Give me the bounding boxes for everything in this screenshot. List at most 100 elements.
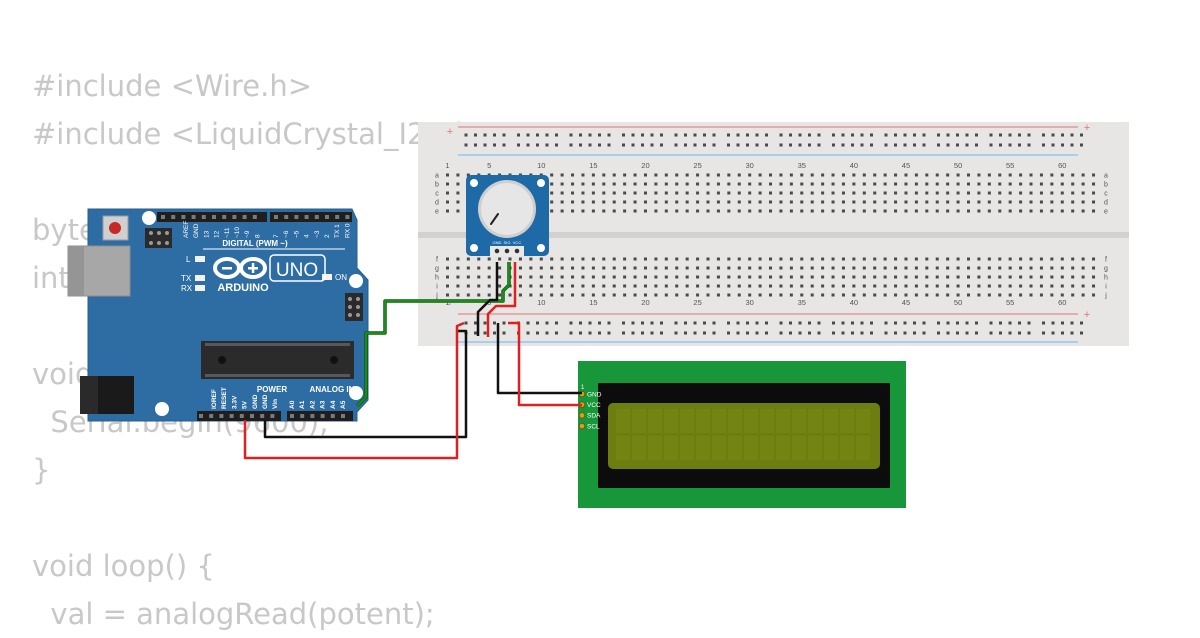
analog-pin-label: A3 [320, 400, 327, 409]
terminal-hole [602, 293, 606, 297]
terminal-hole [904, 173, 908, 177]
reset-button[interactable] [102, 215, 129, 241]
rail-hole [598, 133, 601, 137]
power-header[interactable] [197, 411, 281, 421]
potentiometer-knob[interactable] [481, 183, 533, 235]
terminal-hole [1039, 200, 1043, 204]
terminal-hole [675, 173, 679, 177]
digital-pin-label: ~9 [244, 230, 251, 238]
terminal-hole [1050, 191, 1054, 195]
terminal-hole [675, 266, 679, 270]
rail-hole [1070, 331, 1074, 335]
power-pin-label: Vin [272, 399, 279, 409]
terminal-hole [810, 275, 814, 279]
terminal-hole [956, 200, 960, 204]
terminal-hole [935, 284, 939, 288]
terminal-hole [1081, 284, 1085, 288]
terminal-hole [779, 182, 783, 186]
header-hole [284, 215, 289, 219]
terminal-hole [456, 275, 460, 279]
terminal-hole [706, 191, 710, 195]
terminal-hole [623, 257, 627, 261]
rail-hole [660, 321, 663, 325]
rail-hole [937, 331, 940, 335]
column-number: 55 [1006, 161, 1014, 170]
terminal-hole [612, 200, 616, 204]
rail-hole [536, 331, 539, 335]
terminal-hole [446, 257, 449, 261]
rail-hole [569, 133, 573, 137]
terminal-hole [1019, 200, 1023, 204]
header-hole [270, 414, 275, 418]
rail-hole [913, 331, 916, 335]
terminal-hole [591, 266, 595, 270]
terminal-hole [623, 182, 627, 186]
terminal-hole [956, 209, 960, 213]
terminal-hole [466, 293, 470, 297]
lcd-char-cell [680, 409, 694, 433]
power-pin-label: 5V [242, 400, 249, 409]
terminal-hole [623, 191, 627, 195]
terminal-hole [654, 266, 658, 270]
terminal-hole [737, 275, 741, 279]
row-letter: a [1104, 173, 1108, 180]
terminal-hole [894, 209, 898, 213]
terminal-hole [737, 257, 741, 261]
terminal-hole [821, 200, 825, 204]
rail-hole [965, 331, 969, 335]
terminal-hole [841, 293, 845, 297]
terminal-hole [883, 293, 887, 297]
terminal-hole [789, 266, 793, 270]
rail-hole [956, 133, 959, 137]
rail-hole [526, 133, 530, 137]
terminal-hole [1008, 173, 1012, 177]
terminal-hole [623, 209, 627, 213]
terminal-hole [466, 173, 470, 177]
terminal-hole [810, 173, 814, 177]
rail-hole [631, 331, 635, 335]
potentiometer-module[interactable]: GND SIG VCC [466, 175, 549, 256]
header-hole [300, 414, 305, 418]
rail-hole [555, 133, 558, 137]
terminal-hole [446, 173, 449, 177]
terminal-hole [675, 284, 679, 288]
terminal-hole [487, 257, 491, 261]
rail-hole [598, 331, 601, 335]
terminal-hole [560, 200, 564, 204]
header-hole [252, 215, 257, 219]
terminal-hole [800, 284, 804, 288]
digital-header-right[interactable] [270, 212, 352, 222]
column-number: 50 [954, 161, 962, 170]
analog-header[interactable] [287, 411, 353, 421]
terminal-hole [612, 257, 616, 261]
terminal-hole [748, 200, 752, 204]
terminal-hole [1050, 257, 1054, 261]
terminal-hole [977, 191, 981, 195]
rail-hole [660, 143, 663, 147]
terminal-hole [800, 275, 804, 279]
terminal-hole [1008, 209, 1012, 213]
rail-hole [779, 143, 783, 147]
rail-hole [870, 133, 873, 137]
terminal-hole [946, 257, 950, 261]
terminal-hole [696, 200, 700, 204]
terminal-hole [1029, 266, 1033, 270]
analog-pin-label: A1 [299, 400, 306, 409]
reset-button-cap[interactable] [109, 222, 121, 234]
rail-hole [493, 133, 496, 137]
wire-green-signal [356, 262, 510, 407]
terminal-hole [1092, 173, 1096, 177]
terminal-hole [1092, 293, 1096, 297]
row-letter: c [1104, 191, 1108, 198]
terminal-hole [779, 191, 783, 195]
terminal-hole [560, 275, 564, 279]
terminal-hole [852, 293, 856, 297]
rail-hole [517, 143, 520, 147]
terminal-hole [664, 209, 668, 213]
header-hole [320, 414, 325, 418]
terminal-hole [737, 284, 741, 288]
rail-hole [746, 331, 749, 335]
terminal-hole [998, 191, 1002, 195]
